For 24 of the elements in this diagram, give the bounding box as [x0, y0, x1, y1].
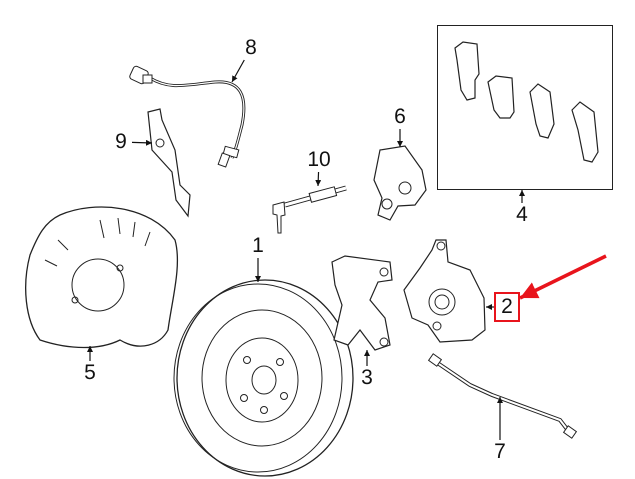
leader-line [519, 190, 525, 203]
leader-line [231, 60, 245, 82]
callout-number: 5 [79, 361, 101, 385]
callout-number: 8 [240, 36, 262, 60]
parts-frame [437, 25, 613, 190]
callout-number: 9 [110, 130, 132, 154]
leader-line [255, 258, 261, 282]
brake-hose-drawing [428, 355, 578, 438]
pointer-arrow [519, 254, 607, 300]
leader-line [315, 172, 322, 186]
callout-number: 6 [389, 105, 411, 129]
leader-line [132, 140, 152, 146]
leader-line [87, 346, 93, 361]
callout-number: 10 [304, 148, 334, 172]
callout-number: 4 [511, 203, 533, 227]
callout-number: 7 [489, 440, 511, 464]
callout-number: 3 [356, 366, 378, 390]
callout-number: 2 [494, 292, 520, 322]
callout-number: 1 [247, 234, 269, 258]
leader-line [397, 129, 403, 147]
leader-line [364, 350, 370, 366]
caliper-bracket-cover-drawing [372, 148, 428, 222]
leader-line [497, 397, 503, 440]
leader-line [486, 304, 494, 310]
